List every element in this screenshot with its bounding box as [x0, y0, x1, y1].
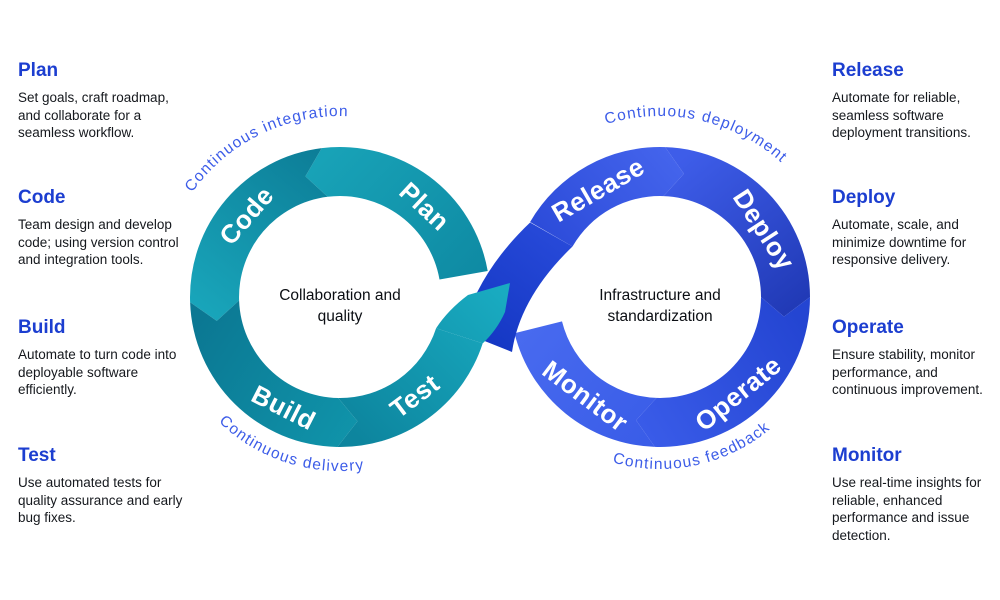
- ring-segment-plan: [305, 146, 488, 280]
- feature-release-title: Release: [832, 60, 904, 81]
- feature-release-desc: Automate for reliable, seamless software…: [832, 89, 971, 141]
- feature-monitor-title: Monitor: [832, 445, 902, 466]
- feature-code-desc: Team design and develop code; using vers…: [18, 216, 179, 268]
- ring-segment-release: [530, 147, 684, 247]
- feature-code: Code Team design and develop code; using…: [18, 187, 194, 269]
- left-loop-center-line2: quality: [318, 308, 363, 325]
- right-loop-center-line2: standardization: [607, 308, 712, 325]
- ring-segment-monitor: [514, 321, 657, 447]
- feature-release: Release Automate for reliable, seamless …: [832, 60, 996, 142]
- feature-plan-desc: Set goals, craft roadmap, and collaborat…: [18, 89, 169, 141]
- feature-operate: Operate Ensure stability, monitor perfor…: [832, 317, 996, 399]
- feature-test-title: Test: [18, 445, 56, 466]
- feature-test-desc: Use automated tests for quality assuranc…: [18, 474, 183, 526]
- ring-segment-test: [337, 328, 483, 448]
- feature-deploy: Deploy Automate, scale, and minimize dow…: [832, 187, 996, 269]
- feature-test: Test Use automated tests for quality ass…: [18, 445, 194, 527]
- feature-monitor: Monitor Use real-time insights for relia…: [832, 445, 996, 545]
- feature-plan: Plan Set goals, craft roadmap, and colla…: [18, 60, 194, 142]
- feature-code-title: Code: [18, 187, 66, 208]
- ring-segment-operate: [636, 297, 810, 447]
- feature-operate-desc: Ensure stability, monitor performance, a…: [832, 346, 983, 398]
- right-loop-center-line1: Infrastructure and: [599, 287, 720, 304]
- feature-operate-title: Operate: [832, 317, 904, 338]
- feature-deploy-desc: Automate, scale, and minimize downtime f…: [832, 216, 967, 268]
- ring-segment-deploy: [663, 147, 810, 317]
- test-crossing-arrow: [436, 283, 510, 344]
- feature-plan-title: Plan: [18, 60, 59, 81]
- feature-deploy-title: Deploy: [832, 187, 896, 208]
- feature-build-desc: Automate to turn code into deployable so…: [18, 346, 177, 398]
- ring-segment-build: [190, 300, 358, 447]
- feature-monitor-desc: Use real-time insights for reliable, enh…: [832, 474, 982, 544]
- feature-build: Build Automate to turn code into deploya…: [18, 317, 194, 399]
- feature-build-title: Build: [18, 317, 66, 338]
- left-loop-center-line1: Collaboration and: [279, 287, 401, 304]
- ring-segment-code: [190, 148, 328, 321]
